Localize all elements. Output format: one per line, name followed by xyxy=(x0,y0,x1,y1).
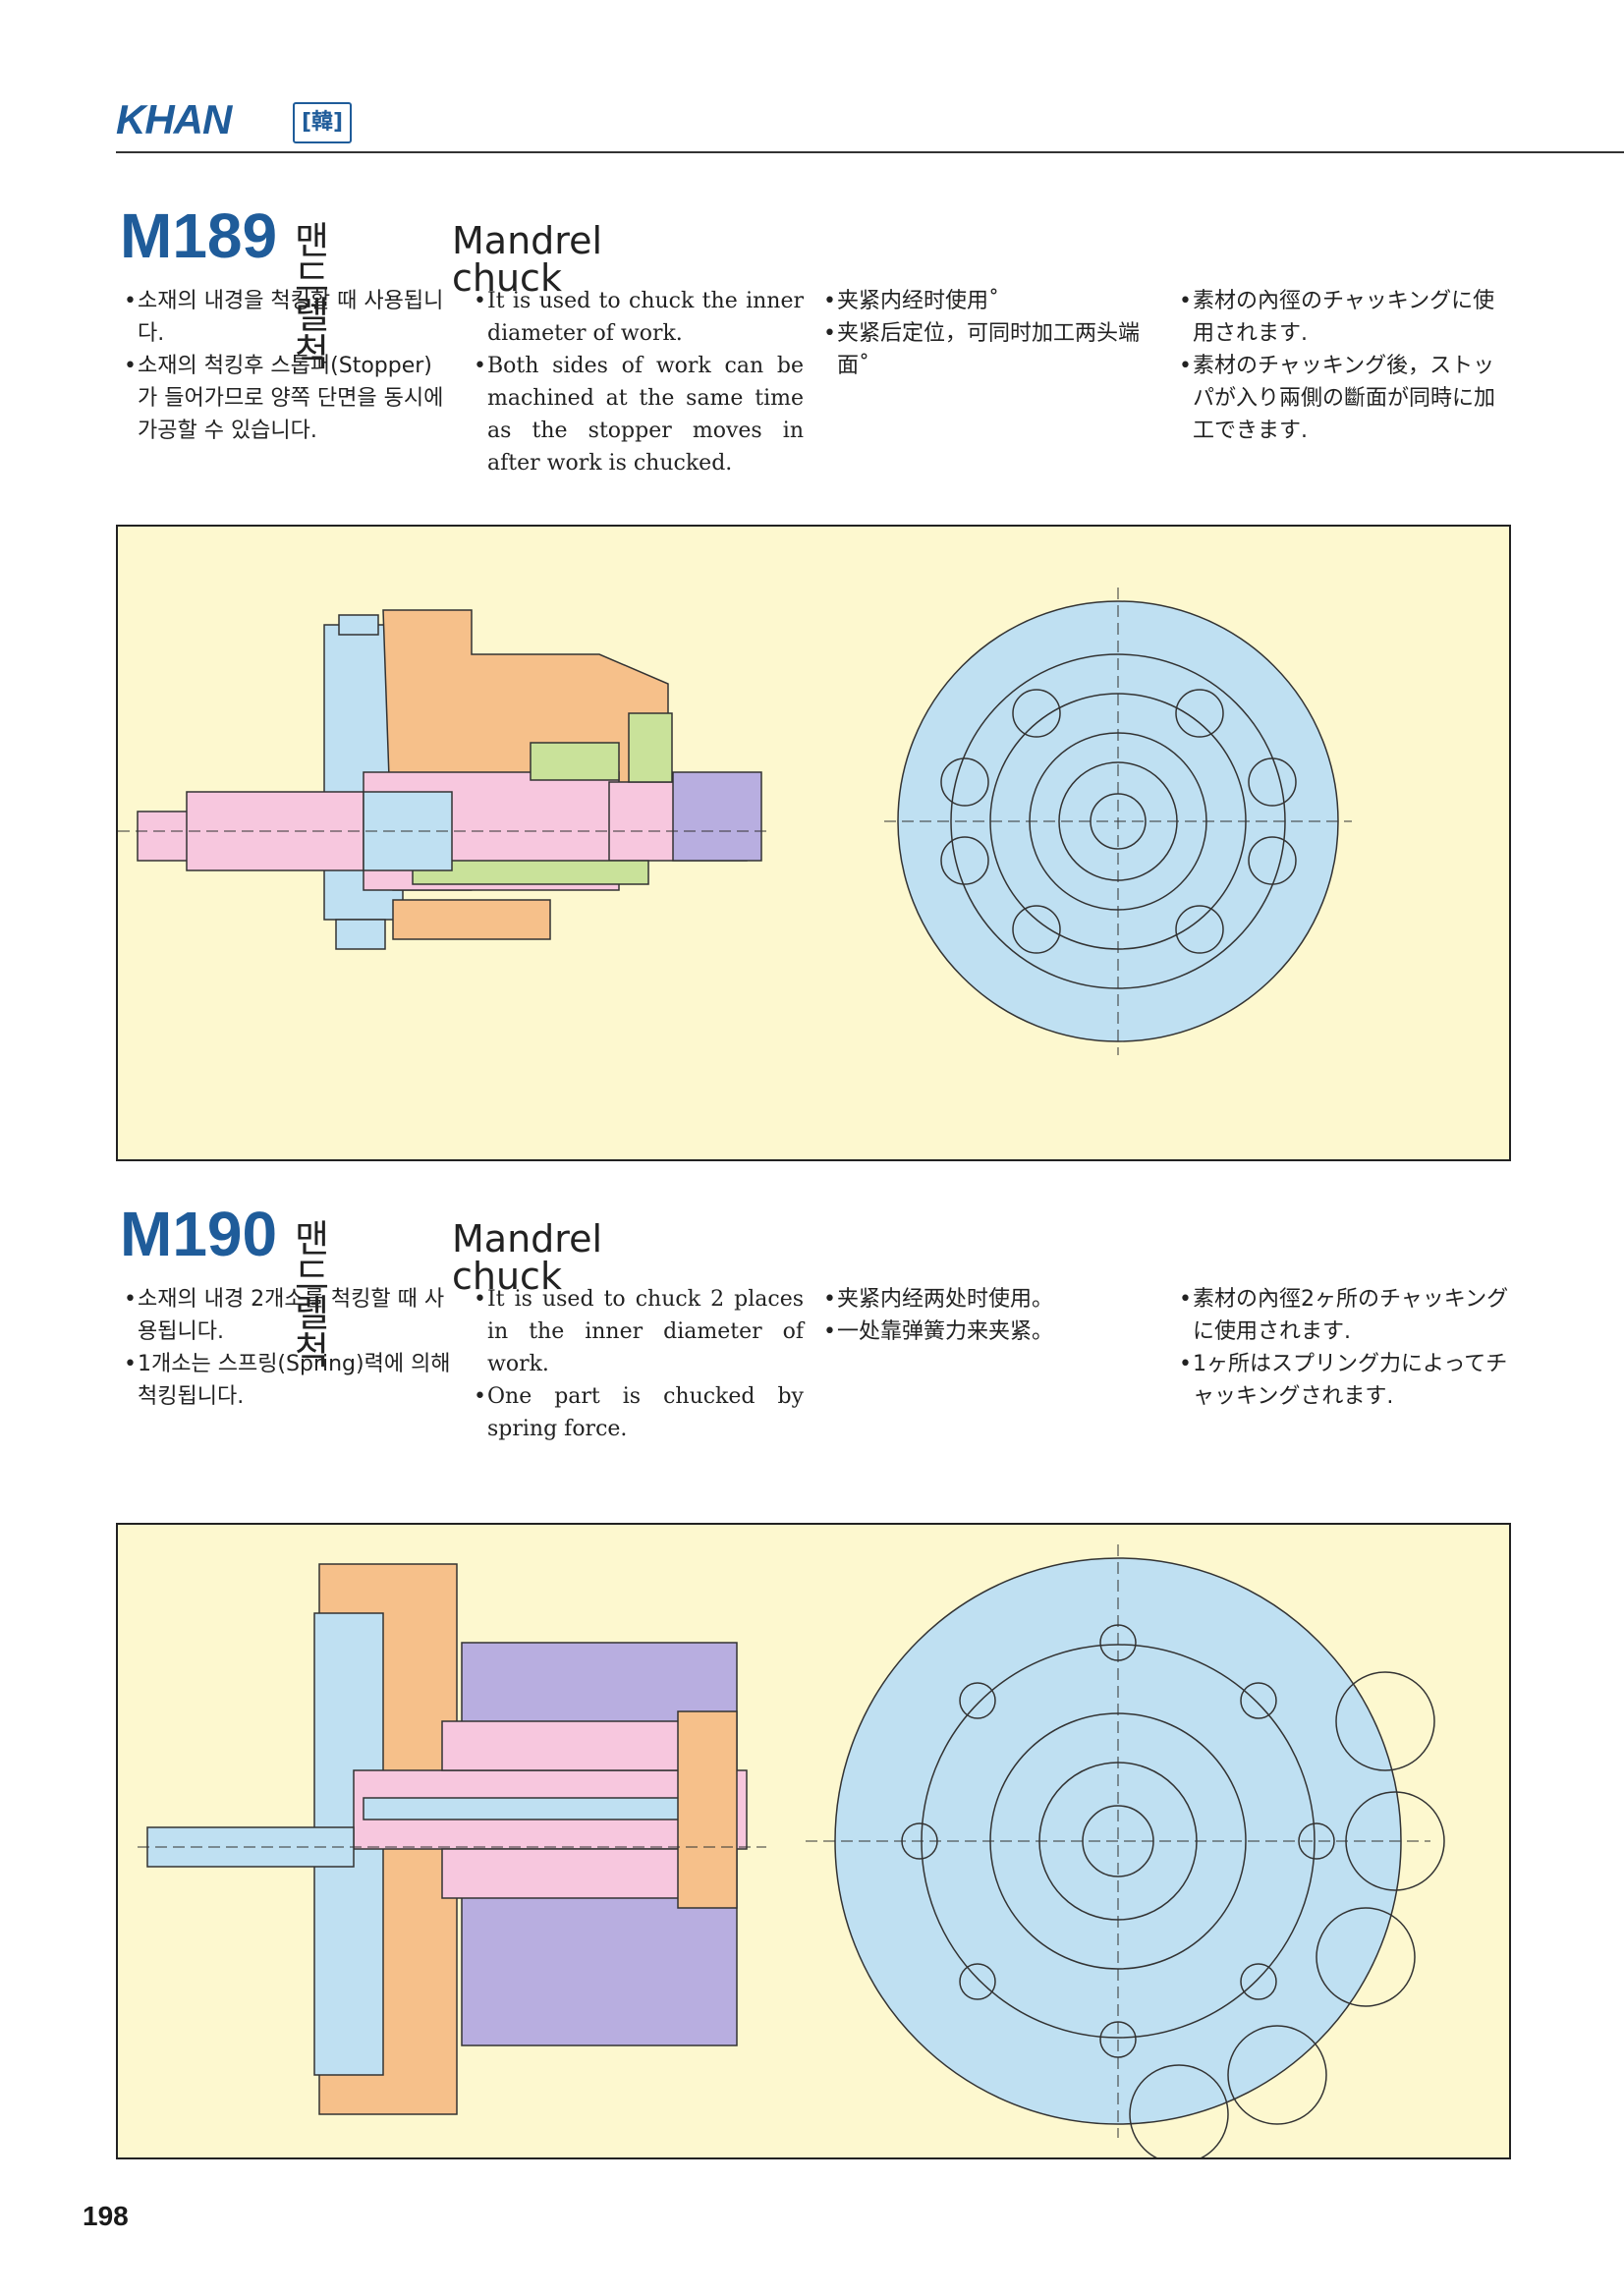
description-item: 夹紧内经两处时使用。 xyxy=(823,1283,1157,1316)
technical-drawing-m189 xyxy=(116,525,1511,1161)
description-item: 夹紧后定位，可同时加工两头端面˚ xyxy=(823,317,1157,382)
description-item: It is used to chuck 2 places in the inne… xyxy=(474,1283,804,1380)
description-chinese: 夹紧内经两处时使用。 一处靠弹簧力来夹紧。 xyxy=(823,1283,1157,1348)
header-rule xyxy=(116,151,1624,153)
description-english: It is used to chuck the inner diameter o… xyxy=(474,285,804,479)
description-english: It is used to chuck 2 places in the inne… xyxy=(474,1283,804,1445)
description-item: 소재의 내경을 척킹할 때 사용됩니다. xyxy=(124,285,444,350)
front-view xyxy=(806,1544,1445,2164)
model-number: M189 xyxy=(120,200,278,271)
description-item: 소재의 척킹후 스톱퍼(Stopper)가 들어가므로 양쪽 단면을 동시에 가… xyxy=(124,350,444,447)
side-section-view xyxy=(118,609,766,950)
description-item: 1ヶ所はスプリング力によってチャッキングされます. xyxy=(1179,1348,1509,1413)
description-japanese: 素材の內徑のチャッキングに使用されます. 素材のチャッキング後，ストッパが入り兩… xyxy=(1179,285,1509,447)
description-item: 소재의 내경 2개소를 척킹할 때 사용됩니다. xyxy=(124,1283,458,1348)
brand-mark: [韓] xyxy=(293,102,352,143)
description-japanese: 素材の內徑2ヶ所のチャッキングに使用されます. 1ヶ所はスプリング力によってチャ… xyxy=(1179,1283,1509,1413)
description-item: One part is chucked by spring force. xyxy=(474,1380,804,1445)
front-view xyxy=(884,588,1352,1055)
model-number: M190 xyxy=(120,1199,278,1269)
description-item: Both sides of work can be machined at th… xyxy=(474,350,804,479)
page-number: 198 xyxy=(83,2201,129,2231)
side-section-view xyxy=(138,1563,766,2115)
description-chinese: 夹紧内经时使用˚ 夹紧后定位，可同时加工两头端面˚ xyxy=(823,285,1157,382)
drawing-svg xyxy=(118,588,1352,1055)
description-item: 素材の內徑2ヶ所のチャッキングに使用されます. xyxy=(1179,1283,1509,1348)
description-korean: 소재의 내경을 척킹할 때 사용됩니다. 소재의 척킹후 스톱퍼(Stopper… xyxy=(124,285,444,447)
drawing-svg xyxy=(138,1544,1445,2164)
title-english: Mandrel chuck xyxy=(452,219,603,300)
description-item: 素材のチャッキング後，ストッパが入り兩側の斷面が同時に加工できます. xyxy=(1179,350,1509,447)
description-item: 素材の內徑のチャッキングに使用されます. xyxy=(1179,285,1509,350)
description-item: 夹紧内经时使用˚ xyxy=(823,285,1157,317)
description-korean: 소재의 내경 2개소를 척킹할 때 사용됩니다. 1개소는 스프링(Spring… xyxy=(124,1283,458,1413)
description-item: It is used to chuck the inner diameter o… xyxy=(474,285,804,350)
description-item: 1개소는 스프링(Spring)력에 의해 척킹됩니다. xyxy=(124,1348,458,1413)
description-item: 一处靠弹簧力来夹紧。 xyxy=(823,1316,1157,1348)
brand-logo: KHAN xyxy=(116,96,232,142)
technical-drawing-m190 xyxy=(116,1523,1511,2164)
